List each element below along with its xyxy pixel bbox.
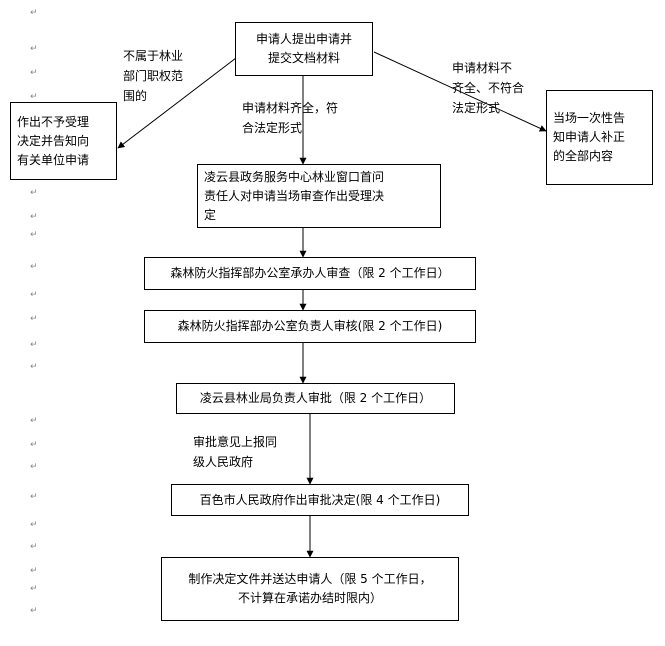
start-text: 申请人提出申请并 提交文档材料 bbox=[255, 32, 352, 65]
notify-text: 当场一次性告 知申请人补正 的全部内容 bbox=[553, 111, 626, 163]
paragraph-mark: ↵ bbox=[30, 542, 38, 552]
paragraph-mark: ↵ bbox=[30, 362, 38, 372]
arrow-to-reject bbox=[117, 57, 237, 149]
approve-text: 凌云县林业局负责人审批（限 2 个工作日） bbox=[199, 391, 432, 405]
review1-text: 森林防火指挥部办公室承办人审查（限 2 个工作日） bbox=[170, 266, 450, 280]
paragraph-mark: ↵ bbox=[30, 340, 38, 350]
city-text: 百色市人民政府作出审批决定(限 4 个工作日) bbox=[199, 492, 441, 507]
label-not-forestry: 不属于林业 部门职权范 围的 bbox=[123, 49, 184, 103]
review2-box: 森林防火指挥部办公室负责人审核(限 2 个工作日) bbox=[144, 310, 476, 343]
paragraph-mark: ↵ bbox=[30, 462, 38, 472]
review2-text: 森林防火指挥部办公室负责人审核(限 2 个工作日) bbox=[177, 319, 443, 333]
label-incomplete: 申请材料不 齐全、不符合 法定形式 bbox=[452, 61, 525, 115]
reject-text: 作出不予受理 决定并告知向 有关单位申请 bbox=[17, 114, 90, 167]
deliver-text: 制作决定文件并送达申请人（限 5 个工作日， 不计算在承诺办结时限内） bbox=[188, 572, 432, 605]
paragraph-mark: ↵ bbox=[30, 492, 38, 502]
paragraph-mark: ↵ bbox=[30, 262, 38, 272]
label-report: 审批意见上报同 级人民政府 bbox=[193, 435, 278, 469]
paragraph-mark: ↵ bbox=[30, 290, 38, 300]
approve-box: 凌云县林业局负责人审批（限 2 个工作日） bbox=[176, 383, 455, 414]
paragraph-mark: ↵ bbox=[30, 92, 38, 102]
paragraph-mark: ↵ bbox=[30, 8, 38, 18]
paragraph-mark: ↵ bbox=[30, 212, 38, 222]
paragraph-mark: ↵ bbox=[30, 44, 38, 54]
paragraph-mark: ↵ bbox=[30, 606, 38, 616]
arrow-to-notify bbox=[373, 51, 547, 132]
city-box: 百色市人民政府作出审批决定(限 4 个工作日) bbox=[171, 484, 469, 516]
notify-box: 当场一次性告 知申请人补正 的全部内容 bbox=[546, 90, 653, 185]
paragraph-mark: ↵ bbox=[30, 440, 38, 450]
paragraph-mark: ↵ bbox=[30, 314, 38, 324]
paragraph-mark: ↵ bbox=[30, 584, 38, 594]
deliver-box: 制作决定文件并送达申请人（限 5 个工作日， 不计算在承诺办结时限内） bbox=[161, 557, 459, 621]
paragraph-mark: ↵ bbox=[30, 188, 38, 198]
paragraph-mark: ↵ bbox=[30, 416, 38, 426]
paragraph-mark: ↵ bbox=[30, 68, 38, 78]
accept-text: 凌云县政务服务中心林业窗口首问 责任人对申请当场审查作出受理决 定 bbox=[204, 169, 385, 222]
label-complete: 申请材料齐全，符 合法定形式 bbox=[242, 101, 339, 135]
start-box: 申请人提出申请并 提交文档材料 bbox=[235, 22, 373, 76]
accept-box: 凌云县政务服务中心林业窗口首问 责任人对申请当场审查作出受理决 定 bbox=[197, 164, 441, 228]
paragraph-mark: ↵ bbox=[30, 520, 38, 530]
review1-box: 森林防火指挥部办公室承办人审查（限 2 个工作日） bbox=[144, 257, 476, 290]
paragraph-mark: ↵ bbox=[30, 230, 38, 240]
paragraph-mark: ↵ bbox=[30, 566, 38, 576]
reject-box: 作出不予受理 决定并告知向 有关单位申请 bbox=[10, 102, 117, 180]
